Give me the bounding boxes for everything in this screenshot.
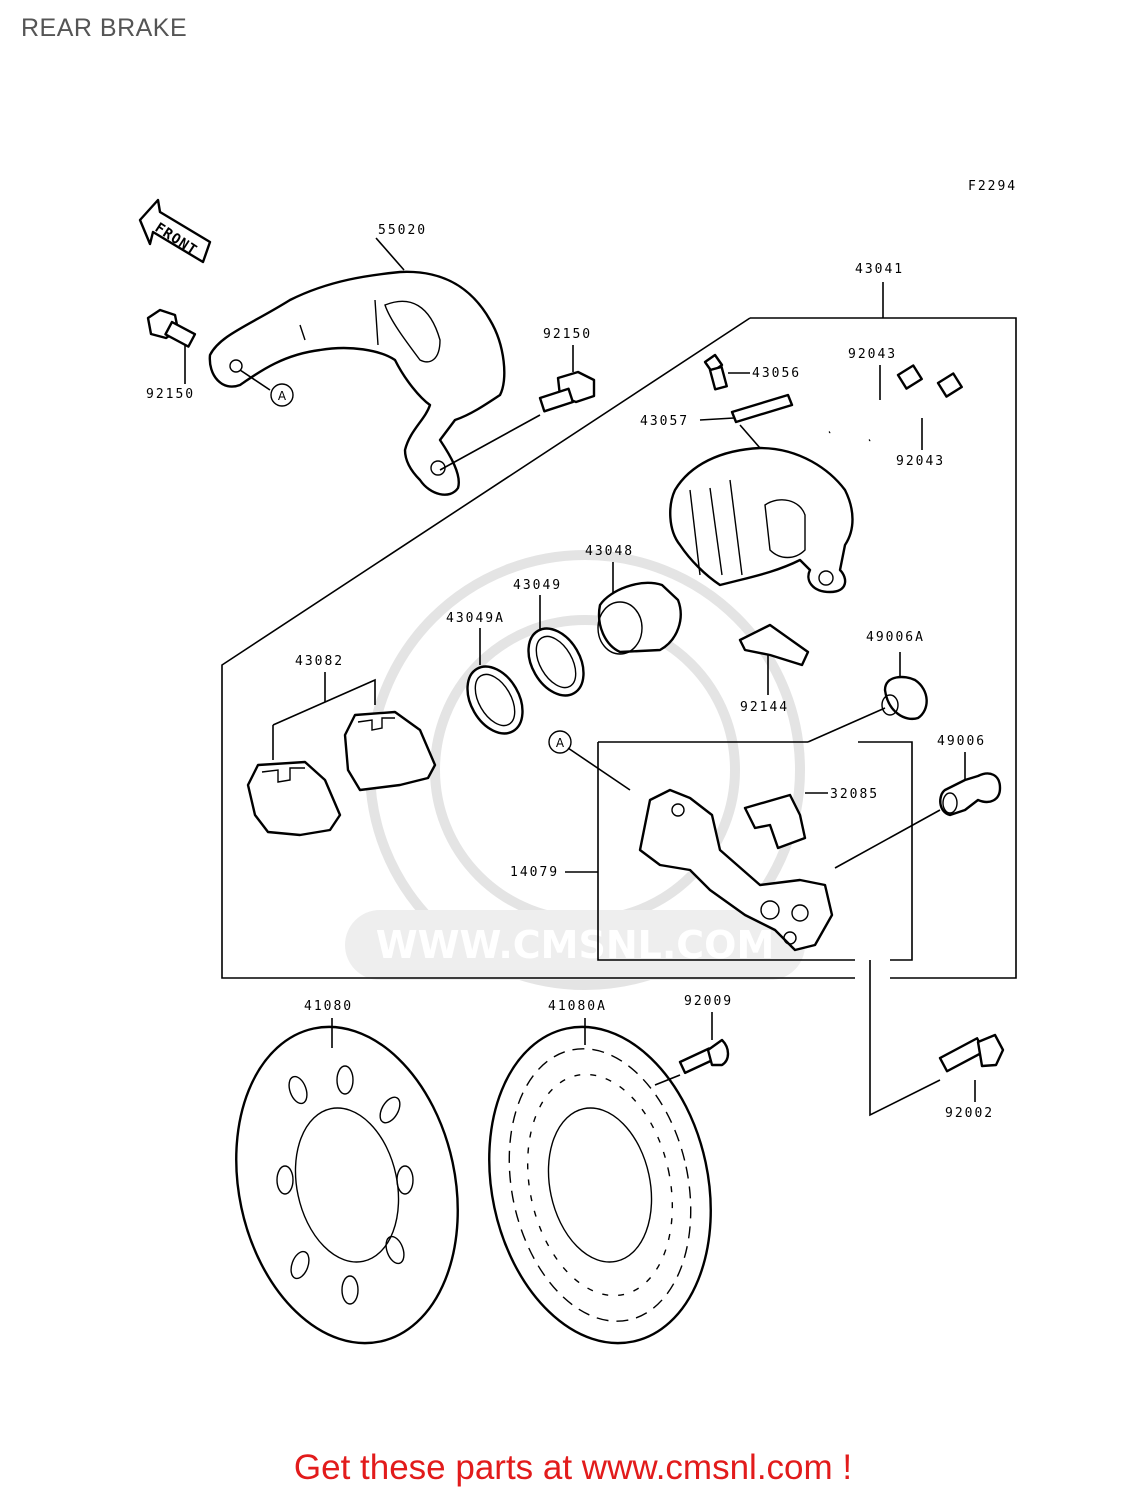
boot-49006a xyxy=(881,675,928,721)
part-label-43048: 43048 xyxy=(585,544,634,559)
part-label-43057: 43057 xyxy=(640,414,689,429)
bolt-92150-right xyxy=(538,370,596,413)
part-label-92150-left: 92150 xyxy=(146,387,195,402)
part-label-92144: 92144 xyxy=(740,700,789,715)
part-label-32085: 32085 xyxy=(830,787,879,802)
bolt-92150-left xyxy=(146,308,197,348)
seal-43049 xyxy=(527,627,585,697)
part-label-55020: 55020 xyxy=(378,223,427,238)
bleeder-43056 xyxy=(703,353,728,391)
marker-a-left: A xyxy=(278,389,287,403)
part-label-92150-right: 92150 xyxy=(543,327,592,342)
part-label-41080a: 41080A xyxy=(548,999,607,1014)
part-label-41080: 41080 xyxy=(304,999,353,1014)
cta-link[interactable]: Get these parts at www.cmsnl.com ! xyxy=(293,1448,853,1487)
pin-92043-b xyxy=(868,372,963,443)
part-label-92043-bottom: 92043 xyxy=(896,454,945,469)
bolt-92002 xyxy=(938,1033,1005,1073)
marker-a-right: A xyxy=(556,736,565,750)
spring-92144 xyxy=(738,623,810,667)
screw-92009 xyxy=(678,1038,730,1075)
seal-43049a xyxy=(466,665,524,735)
caliper-holder-14079 xyxy=(638,788,834,952)
part-label-49006: 49006 xyxy=(937,734,986,749)
part-label-92009: 92009 xyxy=(684,994,733,1009)
figure-code: F2294 xyxy=(968,179,1017,194)
guard-32085 xyxy=(743,793,807,850)
brake-disc-41080 xyxy=(235,1025,459,1345)
brake-pad-left xyxy=(246,760,342,837)
bracket-55020 xyxy=(208,270,506,496)
part-label-49006a: 49006A xyxy=(866,630,925,645)
front-arrow-icon: FRONT xyxy=(138,198,212,264)
brake-pad-right xyxy=(343,710,437,792)
part-label-43056: 43056 xyxy=(752,366,801,381)
part-label-43082: 43082 xyxy=(295,654,344,669)
caliper-body xyxy=(669,446,854,594)
piston-43048 xyxy=(597,581,682,655)
pin-92043-a xyxy=(828,364,923,435)
part-label-43049a: 43049A xyxy=(446,611,505,626)
page-title: REAR BRAKE xyxy=(21,14,188,42)
part-label-92002: 92002 xyxy=(945,1106,994,1121)
part-label-43041: 43041 xyxy=(855,262,904,277)
brake-disc-41080a xyxy=(488,1025,712,1345)
part-label-92043-top: 92043 xyxy=(848,347,897,362)
part-label-14079: 14079 xyxy=(510,865,559,880)
sleeve-49006 xyxy=(939,772,1002,817)
clip-43057 xyxy=(730,393,794,424)
part-label-43049: 43049 xyxy=(513,578,562,593)
